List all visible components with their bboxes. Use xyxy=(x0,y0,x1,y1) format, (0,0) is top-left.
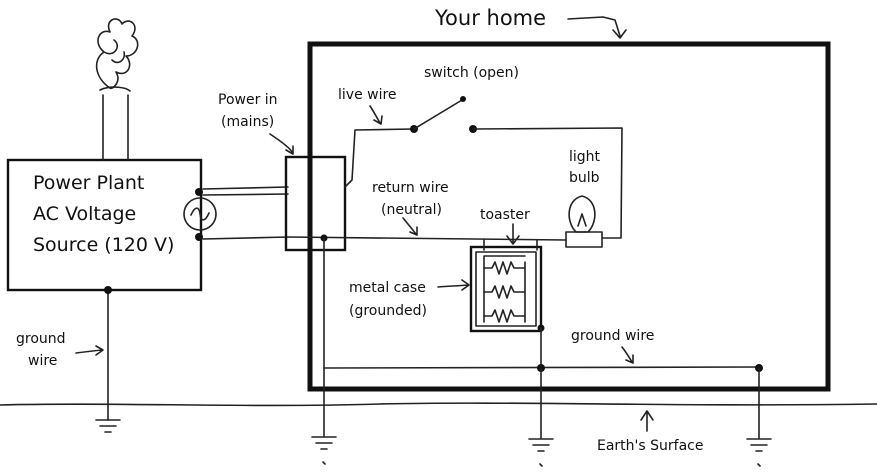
power-in-label-1: Power in xyxy=(218,92,278,108)
mains-box xyxy=(284,155,347,252)
live-wire-arrow xyxy=(369,105,383,125)
heating-element-3 xyxy=(483,309,526,323)
live-wire-source-b xyxy=(202,193,289,196)
home-outline xyxy=(307,41,831,392)
bulb-base xyxy=(565,231,603,248)
earth-surface-line xyxy=(0,402,877,407)
ac-wave xyxy=(190,207,210,221)
toaster-leads xyxy=(483,239,538,251)
power-plant-label-3: Source (120 V) xyxy=(33,234,174,256)
return-wire-label-2: (neutral) xyxy=(381,202,442,218)
ac-source-icon xyxy=(183,197,217,231)
return-wire-label-1: return wire xyxy=(372,180,449,196)
power-in-label-2: (mains) xyxy=(221,114,274,130)
ground-wire-left-label-1: ground xyxy=(16,331,66,347)
smoke-icon xyxy=(95,18,139,90)
power-plant-label-1: Power Plant xyxy=(33,172,144,194)
switch-lever-tip xyxy=(460,96,466,102)
title-arrow xyxy=(567,16,627,39)
ground-symbol-icon xyxy=(95,419,121,433)
bulb-filament xyxy=(577,213,587,227)
earth-surface-arrow xyxy=(640,410,654,432)
light-bulb-icon xyxy=(568,195,596,233)
switch-lever xyxy=(413,99,463,130)
switch-label: switch (open) xyxy=(424,65,519,81)
live-wire-label: live wire xyxy=(338,87,397,103)
plant-ground-junction xyxy=(104,286,112,294)
heating-bus xyxy=(483,255,526,323)
ground-wire-right-label: ground wire xyxy=(571,328,654,344)
earth-surface-label: Earth's Surface xyxy=(597,438,703,454)
ground-symbol-icon xyxy=(746,438,772,467)
toaster-label: toaster xyxy=(480,207,530,223)
ground-symbol-icon xyxy=(528,438,554,467)
toaster-arrow xyxy=(506,223,520,245)
light-bulb-label-1: light xyxy=(569,149,601,165)
ground-wire-left-label-2: wire xyxy=(28,353,57,369)
power-in-arrow xyxy=(269,133,294,155)
return-wire-arrow xyxy=(402,217,418,236)
terminal-top xyxy=(195,188,203,196)
light-bulb-label-2: bulb xyxy=(569,170,600,186)
home-title: Your home xyxy=(434,6,546,30)
power-plant-label-2: AC Voltage xyxy=(33,203,136,225)
heating-element-2 xyxy=(483,285,526,299)
ground-wire-left-arrow xyxy=(75,345,104,356)
metal-case xyxy=(469,245,543,333)
metal-case-label-2: (grounded) xyxy=(349,303,427,319)
live-wire xyxy=(344,128,414,188)
terminal-bottom xyxy=(195,233,203,241)
live-wire-source xyxy=(202,186,289,190)
ground-symbol-icon xyxy=(311,436,337,465)
metal-case-arrow xyxy=(437,279,470,291)
metal-case-label-1: metal case xyxy=(349,280,426,296)
metal-case-inner xyxy=(475,251,537,327)
switch-to-bulb-wire xyxy=(472,127,623,239)
return-wire xyxy=(287,236,567,241)
neutral-wire-source xyxy=(202,236,289,240)
heating-element-1 xyxy=(483,261,526,275)
chimney xyxy=(99,86,131,161)
ground-wire-right-arrow xyxy=(621,346,634,364)
